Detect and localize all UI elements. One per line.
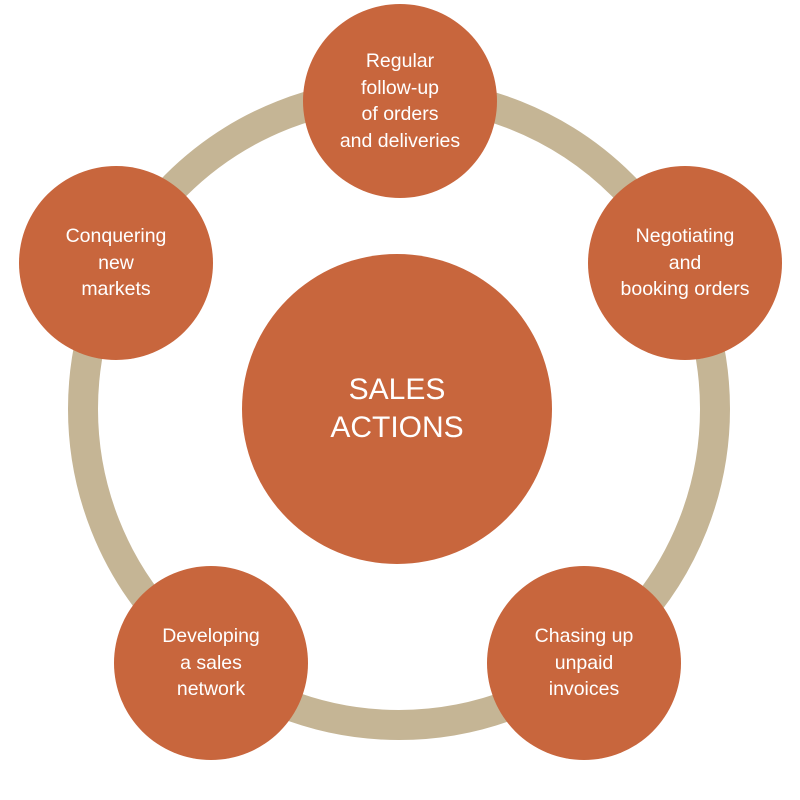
cycle-node-label: Conquering new markets	[65, 225, 167, 301]
center-hub: SALES ACTIONS	[242, 254, 552, 564]
cycle-node-new-markets: Conquering new markets	[19, 166, 213, 360]
cycle-node-sales-network: Developing a sales network	[114, 566, 308, 760]
cycle-node-order-follow-up: Regular follow-up of orders and deliveri…	[303, 4, 497, 198]
cycle-node-label: Developing a sales network	[162, 625, 260, 701]
cycle-node-label: Regular follow-up of orders and deliveri…	[339, 50, 461, 152]
cycle-node-unpaid-invoices: Chasing up unpaid invoices	[487, 566, 681, 760]
center-hub-label: SALES ACTIONS	[330, 373, 464, 444]
cycle-node-label: Negotiating and booking orders	[620, 225, 750, 301]
cycle-node-label: Chasing up unpaid invoices	[534, 625, 634, 701]
cycle-node-negotiating-orders: Negotiating and booking orders	[588, 166, 782, 360]
